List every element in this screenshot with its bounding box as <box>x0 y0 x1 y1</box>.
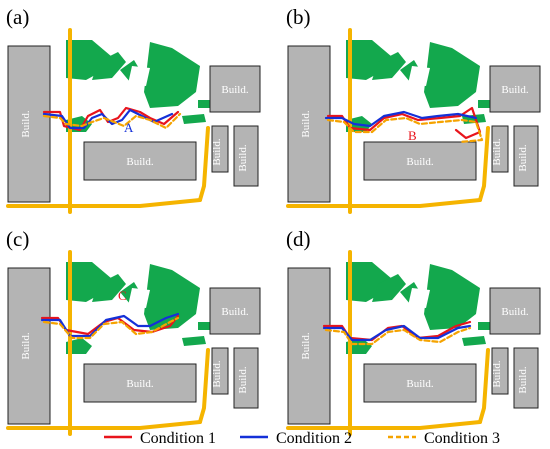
panel-a: Build. Build. Build. Build. Build. A (a) <box>6 5 262 214</box>
site-map <box>286 250 542 436</box>
legend-label-condition-2: Condition 2 <box>276 430 352 447</box>
building-label: Build. <box>211 360 223 387</box>
building-label: Build. <box>300 332 312 359</box>
legend-label-condition-3: Condition 3 <box>424 430 500 447</box>
route-condition-3 <box>42 316 180 340</box>
panel-label: (b) <box>286 5 311 29</box>
route-condition-1 <box>42 106 180 132</box>
building-label: Build. <box>491 360 503 387</box>
building-label: Build. <box>406 378 433 390</box>
annotation-c: C <box>118 288 127 303</box>
building-label: Build. <box>126 378 153 390</box>
site-map <box>6 250 262 436</box>
legend: Condition 1 Condition 2 Condition 3 <box>104 430 500 447</box>
building-label: Build. <box>211 138 223 165</box>
building-label: Build. <box>221 306 248 318</box>
building-label: Build. <box>491 138 503 165</box>
panel-label: (a) <box>6 5 29 29</box>
route-condition-2 <box>324 110 478 128</box>
building-label: Build. <box>501 306 528 318</box>
route-condition-3 <box>324 326 472 346</box>
building-label: Build. <box>406 156 433 168</box>
building-label: Build. <box>300 110 312 137</box>
building-label: Build. <box>126 156 153 168</box>
building-label: Build. <box>517 144 529 171</box>
panel-b: Build. Build. Build. Build. Build. B (b) <box>286 5 542 214</box>
building-label: Build. <box>517 366 529 393</box>
route-condition-3 <box>42 112 182 130</box>
legend-label-condition-1: Condition 1 <box>140 430 216 447</box>
annotation-a: A <box>124 120 134 135</box>
panel-label: (c) <box>6 227 29 251</box>
building-label: Build. <box>20 110 32 137</box>
building-label: Build. <box>221 84 248 96</box>
site-map <box>6 28 262 214</box>
panel-d: Build. Build. Build. Build. Build. (d) <box>286 227 542 436</box>
route-condition-2 <box>40 312 180 338</box>
building-label: Build. <box>501 84 528 96</box>
panel-c: Build. Build. Build. Build. Build. C (c) <box>6 227 262 436</box>
route-condition-2 <box>322 324 472 342</box>
panel-label: (d) <box>286 227 311 251</box>
annotation-b: B <box>408 128 417 143</box>
route-condition-3 <box>326 116 484 144</box>
building-label: Build. <box>237 144 249 171</box>
building-label: Build. <box>237 366 249 393</box>
building-label: Build. <box>20 332 32 359</box>
